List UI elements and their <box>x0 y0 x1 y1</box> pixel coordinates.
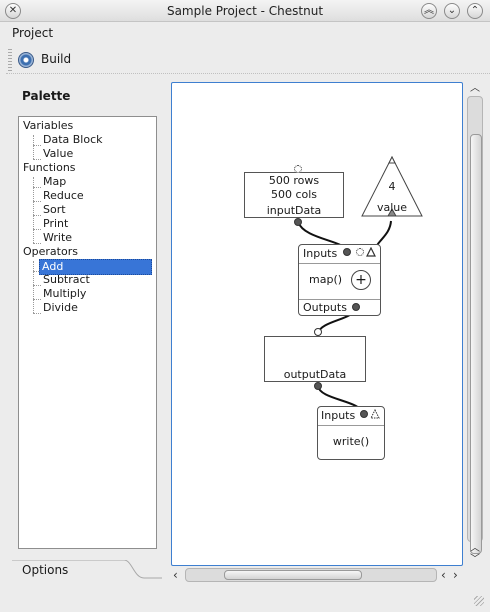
vertical-scroll-thumb[interactable] <box>470 134 482 554</box>
data-block-output-port[interactable] <box>294 218 302 226</box>
maximize-icon[interactable]: ⌃ <box>467 3 483 19</box>
tree-item-add[interactable]: Add <box>39 259 154 275</box>
tree-item-print[interactable]: Print <box>43 217 69 230</box>
write-separator <box>318 425 384 426</box>
tree-guide <box>33 271 41 272</box>
title-bar: ✕ Sample Project - Chestnut ︽ ⌄ ⌃ <box>0 0 490 22</box>
resize-grip-icon[interactable] <box>474 596 484 606</box>
add-operator-button[interactable]: + <box>351 270 371 290</box>
vertical-scrollbar[interactable]: ︿ ︿ ﹀ <box>466 82 484 566</box>
minimize-icon[interactable]: ⌄ <box>444 3 460 19</box>
write-inputs-label: Inputs <box>321 409 356 422</box>
value-node-shape[interactable] <box>360 155 424 219</box>
scroll-up-lower-icon[interactable]: ︿ <box>470 543 480 554</box>
data-block-cols: 500 cols <box>270 188 318 201</box>
tree-guide <box>33 159 41 160</box>
map-outputs-label: Outputs <box>303 301 347 314</box>
scroll-left-lower-icon[interactable]: ‹ <box>441 568 446 582</box>
build-button[interactable]: Build <box>16 49 86 71</box>
data-block-node[interactable]: 500 rows 500 cols inputData <box>244 172 344 218</box>
menu-project[interactable]: Project <box>12 26 54 40</box>
palette-title: Palette <box>22 89 71 103</box>
tree-item-add-label: Add <box>39 259 152 275</box>
tree-item-multiply[interactable]: Multiply <box>43 287 87 300</box>
tree-item-value[interactable]: Value <box>43 147 74 160</box>
tree-guide <box>33 313 41 314</box>
workspace-canvas[interactable] <box>171 82 463 566</box>
output-data-output-port[interactable] <box>314 382 322 390</box>
output-data-input-port[interactable] <box>314 328 322 336</box>
build-label: Build <box>41 52 72 66</box>
menu-bar: Project <box>0 22 490 44</box>
tree-guide <box>33 243 41 244</box>
horizontal-scrollbar[interactable]: ‹ ‹ › <box>171 566 463 584</box>
output-data-node[interactable]: outputData <box>264 336 366 382</box>
tree-guide <box>33 187 41 188</box>
toolbar-grip-icon[interactable] <box>8 49 12 71</box>
map-inputs-label: Inputs <box>303 247 338 260</box>
tree-item-reduce[interactable]: Reduce <box>43 189 84 202</box>
scroll-up-icon[interactable]: ︿ <box>470 83 480 94</box>
tree-guide <box>33 215 41 216</box>
tree-guide <box>33 201 41 202</box>
tree-guide <box>33 177 34 243</box>
map-input-port-value-icon[interactable] <box>366 247 376 257</box>
vertical-scroll-track[interactable] <box>467 96 483 554</box>
tree-group-functions[interactable]: Functions <box>23 161 76 174</box>
value-number: 4 <box>388 180 396 193</box>
tree-guide <box>33 145 41 146</box>
scroll-left-icon[interactable]: ‹ <box>173 568 178 582</box>
map-output-port[interactable] <box>352 303 360 311</box>
tree-item-data-block[interactable]: Data Block <box>43 133 103 146</box>
write-input-port-data[interactable] <box>360 410 368 418</box>
horizontal-scroll-track[interactable] <box>185 568 437 582</box>
tree-guide <box>33 135 34 159</box>
map-separator-bottom <box>299 299 380 300</box>
map-separator-top <box>299 263 380 264</box>
tree-item-sort[interactable]: Sort <box>43 203 66 216</box>
data-block-name: inputData <box>266 204 322 217</box>
tree-item-subtract[interactable]: Subtract <box>43 273 90 286</box>
tree-item-map[interactable]: Map <box>43 175 67 188</box>
value-name: value <box>376 201 408 214</box>
options-tab-shape <box>12 560 162 579</box>
tree-guide <box>33 285 41 286</box>
window-title: Sample Project - Chestnut <box>166 4 324 18</box>
data-block-rows: 500 rows <box>268 174 320 187</box>
tree-group-variables[interactable]: Variables <box>23 119 74 132</box>
tree-guide <box>33 261 34 313</box>
tree-item-divide[interactable]: Divide <box>43 301 78 314</box>
gear-icon <box>18 52 34 68</box>
tree-guide <box>33 299 41 300</box>
data-block-input-port[interactable] <box>294 165 302 173</box>
toolbar: Build <box>6 46 490 74</box>
close-icon[interactable]: ✕ <box>5 3 21 19</box>
tree-item-write[interactable]: Write <box>43 231 73 244</box>
map-input-port-empty[interactable] <box>356 248 364 256</box>
scroll-down-icon[interactable]: ﹀ <box>470 554 480 565</box>
output-data-name: outputData <box>283 368 347 381</box>
write-input-port-value-icon[interactable] <box>370 409 380 419</box>
scroll-right-icon[interactable]: › <box>453 568 458 582</box>
tree-guide <box>33 229 41 230</box>
tree-group-operators[interactable]: Operators <box>23 245 78 258</box>
horizontal-scroll-thumb[interactable] <box>224 570 362 580</box>
write-function-label: write() <box>332 435 370 448</box>
map-input-port-data[interactable] <box>343 248 351 256</box>
palette-tree[interactable]: Variables Data Block Value Functions Map… <box>18 116 157 549</box>
keep-above-icon[interactable]: ︽ <box>421 3 437 19</box>
map-function-label: map() <box>309 273 343 286</box>
tab-options[interactable]: Options <box>22 563 69 577</box>
